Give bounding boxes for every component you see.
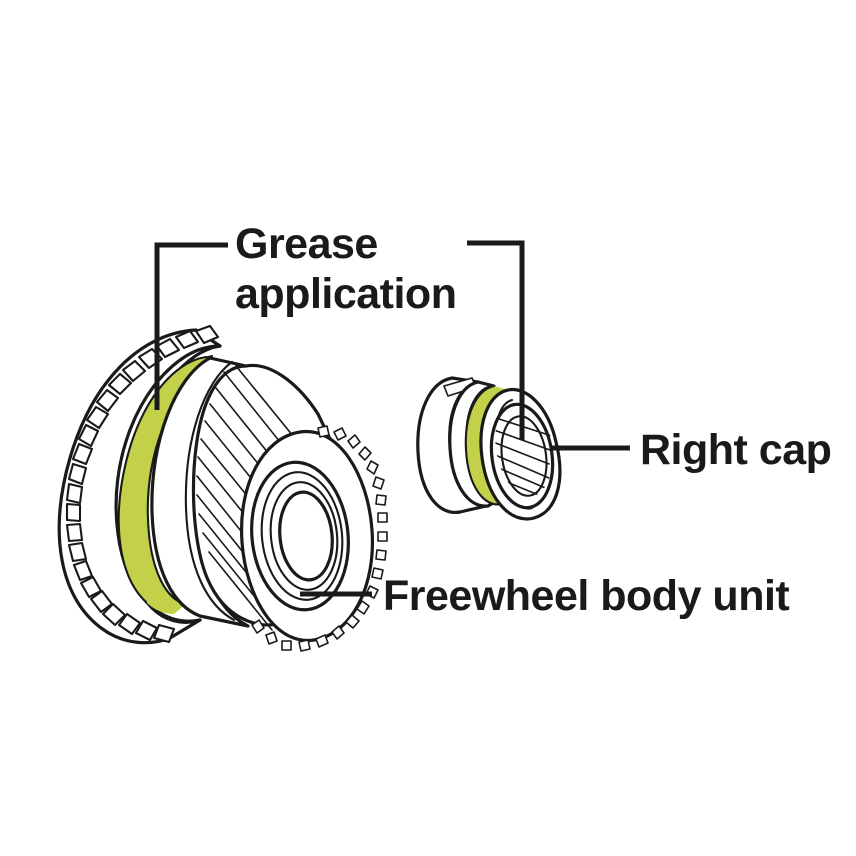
label-grease-application-line1: Grease <box>235 220 378 268</box>
label-right-cap: Right cap <box>640 426 831 474</box>
right-cap-splined-bore <box>489 402 555 510</box>
freewheel-body-unit <box>57 324 388 652</box>
right-cap <box>416 376 562 521</box>
freewheel-splined-barrel <box>191 363 388 652</box>
label-freewheel-body-unit: Freewheel body unit <box>383 572 789 620</box>
label-grease-application-line2: application <box>235 270 456 318</box>
leader-grease-application-right <box>467 240 525 440</box>
end-ring-serrations <box>251 425 388 652</box>
ratchet-tooth-ring <box>57 324 222 645</box>
freewheel-end-ring <box>239 425 388 652</box>
leader-grease-application-left <box>154 242 228 410</box>
